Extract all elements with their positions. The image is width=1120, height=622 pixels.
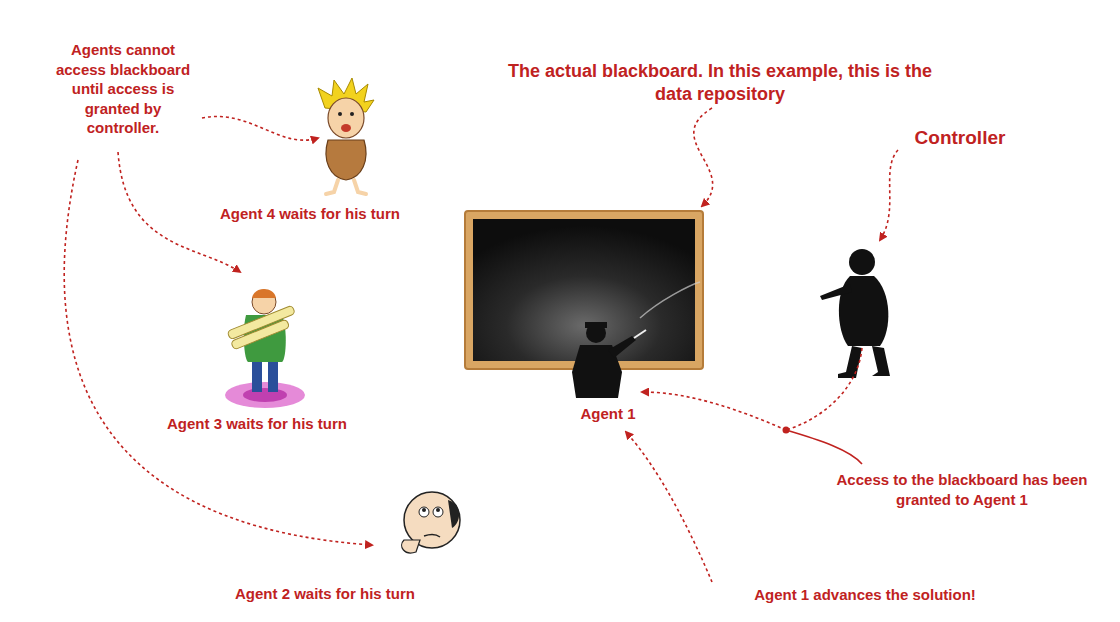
- note-label: Agents cannot access blackboard until ac…: [48, 40, 198, 138]
- agent-caption: Agent 3 waits for his turn: [147, 414, 367, 434]
- board-surface: [473, 219, 695, 361]
- agent-4-figure: [318, 78, 374, 194]
- agent-2-figure: [402, 492, 460, 553]
- board-caption: The actual blackboard. In this example, …: [500, 60, 940, 107]
- note-label: Access to the blackboard has been grante…: [826, 470, 1098, 509]
- agent-1-figure: [572, 322, 636, 398]
- chalk: [634, 330, 646, 338]
- leader-line: [786, 430, 862, 464]
- chalk-stroke: [640, 282, 700, 318]
- agent-caption: Agent 4 waits for his turn: [200, 204, 420, 224]
- leader-lines: [64, 108, 898, 582]
- agent-caption: Agent 1: [570, 404, 646, 424]
- note-label: Agent 1 advances the solution!: [710, 585, 1020, 605]
- controller-figure: [820, 249, 890, 378]
- controller-label: Controller: [895, 126, 1025, 151]
- agent-3-figure: [225, 289, 305, 408]
- agent-caption: Agent 2 waits for his turn: [215, 584, 435, 604]
